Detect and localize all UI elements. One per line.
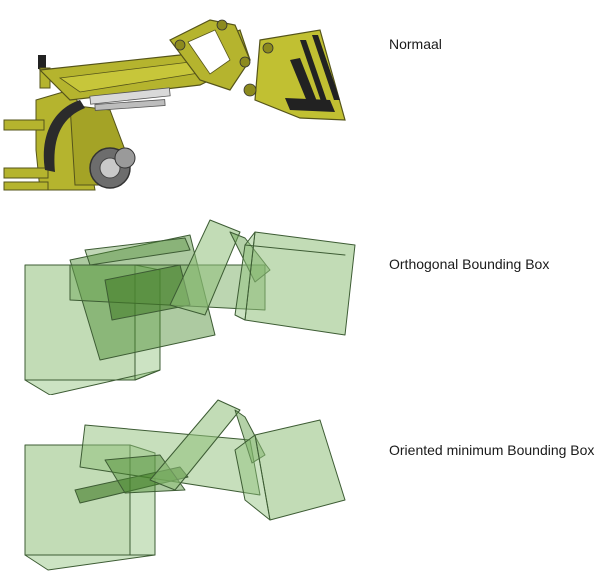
upper-linkage xyxy=(169,19,251,91)
ortho-box-bucket xyxy=(234,231,356,336)
bucket xyxy=(243,29,346,121)
bounding-boxes-oriented-icon xyxy=(24,399,346,571)
label-orthogonal-bounding-box: Orthogonal Bounding Box xyxy=(389,256,550,272)
main-boom xyxy=(38,29,251,111)
oriented-box-bucket xyxy=(234,419,346,521)
label-normal: Normaal xyxy=(389,36,442,52)
loader-arm-machine-icon xyxy=(3,19,346,191)
wheel-assembly xyxy=(89,147,136,189)
bounding-boxes-orthogonal-icon xyxy=(24,219,356,395)
black-link xyxy=(43,100,85,172)
label-oriented-bounding-box: Oriented minimum Bounding Box xyxy=(389,442,595,458)
